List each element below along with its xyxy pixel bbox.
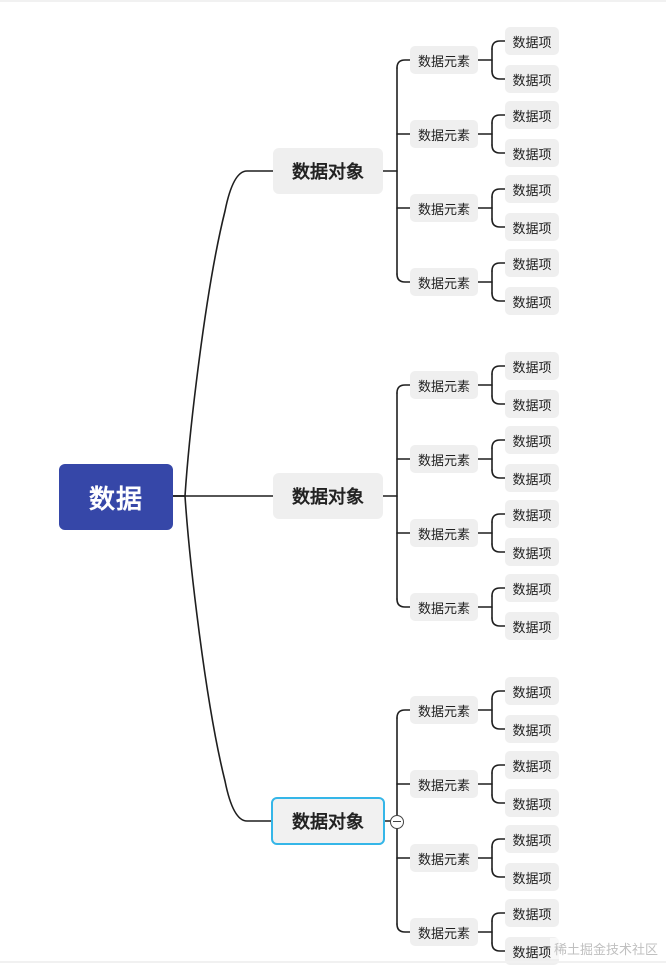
data-element-node[interactable]: 数据元素	[410, 519, 478, 547]
element-connector	[396, 598, 411, 608]
data-item-node[interactable]: 数据项	[505, 751, 559, 779]
data-item-node[interactable]: 数据项	[505, 464, 559, 492]
item-connector	[491, 395, 506, 405]
item-connector	[491, 114, 506, 124]
data-element-node[interactable]: 数据元素	[410, 770, 478, 798]
data-item-node[interactable]: 数据项	[505, 789, 559, 817]
item-connector	[491, 188, 506, 198]
minus-circle-icon[interactable]	[390, 815, 404, 829]
data-item-node[interactable]: 数据项	[505, 715, 559, 743]
element-connector	[396, 59, 411, 69]
item-connector	[491, 617, 506, 627]
data-item-node[interactable]: 数据项	[505, 863, 559, 891]
item-connector	[491, 543, 506, 553]
data-element-node[interactable]: 数据元素	[410, 844, 478, 872]
data-item-node[interactable]: 数据项	[505, 175, 559, 203]
data-element-node[interactable]: 数据元素	[410, 593, 478, 621]
item-connector	[491, 720, 506, 730]
data-item-node[interactable]: 数据项	[505, 213, 559, 241]
item-connector	[491, 292, 506, 302]
item-connector	[491, 40, 506, 50]
data-item-node[interactable]: 数据项	[505, 390, 559, 418]
data-item-node[interactable]: 数据项	[505, 139, 559, 167]
item-connector	[491, 838, 506, 848]
element-connector	[396, 273, 411, 283]
data-object-node[interactable]: 数据对象	[273, 148, 383, 194]
data-item-node[interactable]: 数据项	[505, 574, 559, 602]
element-connector	[396, 709, 411, 719]
data-element-node[interactable]: 数据元素	[410, 918, 478, 946]
data-item-node[interactable]: 数据项	[505, 65, 559, 93]
data-item-node[interactable]: 数据项	[505, 899, 559, 927]
data-element-node[interactable]: 数据元素	[410, 46, 478, 74]
data-item-node[interactable]: 数据项	[505, 612, 559, 640]
item-connector	[491, 70, 506, 80]
data-element-node[interactable]: 数据元素	[410, 120, 478, 148]
element-connector	[396, 384, 411, 394]
data-element-node[interactable]: 数据元素	[410, 268, 478, 296]
item-connector	[491, 218, 506, 228]
root-connector	[172, 495, 274, 822]
item-connector	[491, 587, 506, 597]
item-connector	[491, 365, 506, 375]
data-object-node-selected[interactable]: 数据对象	[271, 797, 385, 845]
item-connector	[491, 469, 506, 479]
data-object-node[interactable]: 数据对象	[273, 473, 383, 519]
bottom-border	[0, 961, 666, 963]
item-connector	[491, 942, 506, 952]
item-connector	[491, 262, 506, 272]
data-item-node[interactable]: 数据项	[505, 500, 559, 528]
root-connector	[172, 170, 274, 497]
data-item-node[interactable]: 数据项	[505, 426, 559, 454]
data-element-node[interactable]: 数据元素	[410, 445, 478, 473]
item-connector	[491, 764, 506, 774]
root-node[interactable]: 数据	[59, 464, 173, 530]
item-connector	[491, 144, 506, 154]
data-item-node[interactable]: 数据项	[505, 825, 559, 853]
data-item-node[interactable]: 数据项	[505, 287, 559, 315]
item-connector	[491, 690, 506, 700]
item-connector	[491, 794, 506, 804]
data-item-node[interactable]: 数据项	[505, 101, 559, 129]
watermark-text: 稀土掘金技术社区	[549, 938, 662, 959]
data-item-node[interactable]: 数据项	[505, 249, 559, 277]
data-item-node[interactable]: 数据项	[505, 352, 559, 380]
data-element-node[interactable]: 数据元素	[410, 194, 478, 222]
item-connector	[491, 439, 506, 449]
top-border	[0, 0, 666, 2]
data-item-node[interactable]: 数据项	[505, 27, 559, 55]
item-connector	[491, 912, 506, 922]
element-connector	[396, 923, 411, 933]
data-element-node[interactable]: 数据元素	[410, 696, 478, 724]
data-element-node[interactable]: 数据元素	[410, 371, 478, 399]
data-item-node[interactable]: 数据项	[505, 677, 559, 705]
item-connector	[491, 513, 506, 523]
data-item-node[interactable]: 数据项	[505, 538, 559, 566]
item-connector	[491, 868, 506, 878]
